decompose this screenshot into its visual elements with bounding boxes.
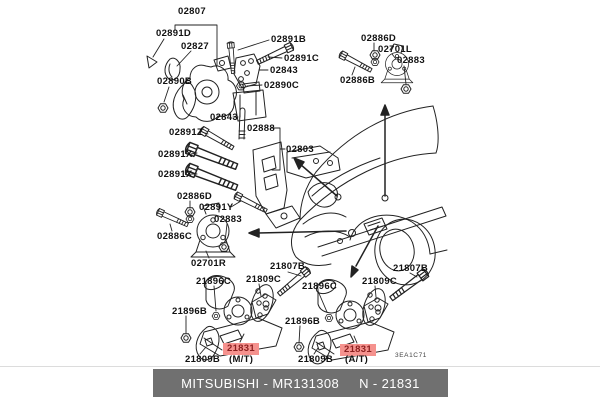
part-label-02827: 02827 bbox=[181, 41, 209, 52]
part-label-21809C-mt: 21809C bbox=[246, 274, 282, 285]
part-label-02886C: 02886C bbox=[157, 231, 193, 242]
part-label-02890B: 02890B bbox=[157, 76, 193, 87]
footer-part-reference: MITSUBISHI - MR131308 bbox=[181, 375, 340, 391]
leader-lines bbox=[152, 24, 418, 355]
footer-caption-bar: MITSUBISHI - MR131308 N - 21831 bbox=[153, 369, 448, 397]
assembly-21831-mt-mount bbox=[180, 265, 313, 361]
diagram-sheet-code: 3EA1C71 bbox=[395, 352, 428, 359]
assembly-02807-bracket bbox=[146, 41, 296, 140]
part-label-21807B-mt: 21807B bbox=[270, 261, 306, 272]
part-label-02886B: 02886B bbox=[340, 75, 376, 86]
part-label-02891X: 02891X bbox=[158, 149, 193, 160]
part-label-02883: 02883 bbox=[397, 55, 425, 66]
part-label-02843-2: 02843 bbox=[210, 112, 238, 123]
assembly-02701R-mount bbox=[155, 202, 236, 258]
part-label-02701R: 02701R bbox=[191, 258, 227, 269]
part-label-02803: 02803 bbox=[286, 144, 314, 155]
part-label-02888: 02888 bbox=[247, 123, 275, 134]
part-label-21896C-mt: 21896C bbox=[196, 276, 232, 287]
part-label-21809B-at: 21809B bbox=[298, 354, 334, 365]
part-label-02891Z: 02891Z bbox=[169, 127, 204, 138]
variant-label-mt: (M/T) bbox=[229, 354, 254, 365]
assembly-02701L-mount bbox=[337, 43, 414, 94]
assembly-21831-at-mount bbox=[293, 267, 431, 365]
variant-label-at: (A/T) bbox=[345, 354, 369, 365]
diagram-bottom-rule bbox=[0, 366, 600, 367]
part-label-02891X-2: 02891X bbox=[158, 169, 193, 180]
part-label-02891B: 02891B bbox=[271, 34, 307, 45]
part-label-02891C: 02891C bbox=[284, 53, 320, 64]
part-label-21896C-at: 21896C bbox=[302, 281, 338, 292]
part-label-21809C-at: 21809C bbox=[362, 276, 398, 287]
part-label-02701L: 02701L bbox=[378, 44, 413, 55]
part-label-02886D-2: 02886D bbox=[177, 191, 213, 202]
part-label-02883-2: 02883 bbox=[214, 214, 242, 225]
vehicle-front-outline bbox=[291, 105, 448, 286]
part-label-02843: 02843 bbox=[270, 65, 298, 76]
part-label-02891Y: 02891Y bbox=[199, 202, 234, 213]
part-label-02890C: 02890C bbox=[264, 80, 300, 91]
part-label-21896B-mt: 21896B bbox=[172, 306, 208, 317]
part-label-21831-mt-highlighted[interactable]: 21831 bbox=[223, 343, 259, 355]
part-label-02886D: 02886D bbox=[361, 33, 397, 44]
part-label-02807: 02807 bbox=[178, 6, 206, 17]
part-label-21807B-at: 21807B bbox=[393, 263, 429, 274]
footer-part-number: N - 21831 bbox=[359, 375, 420, 391]
part-label-21831-at-highlighted[interactable]: 21831 bbox=[340, 344, 376, 356]
part-label-21809B-mt: 21809B bbox=[185, 354, 221, 365]
part-label-02891D: 02891D bbox=[156, 28, 192, 39]
part-label-21896B-at: 21896B bbox=[285, 316, 321, 327]
location-arrows bbox=[248, 104, 390, 278]
